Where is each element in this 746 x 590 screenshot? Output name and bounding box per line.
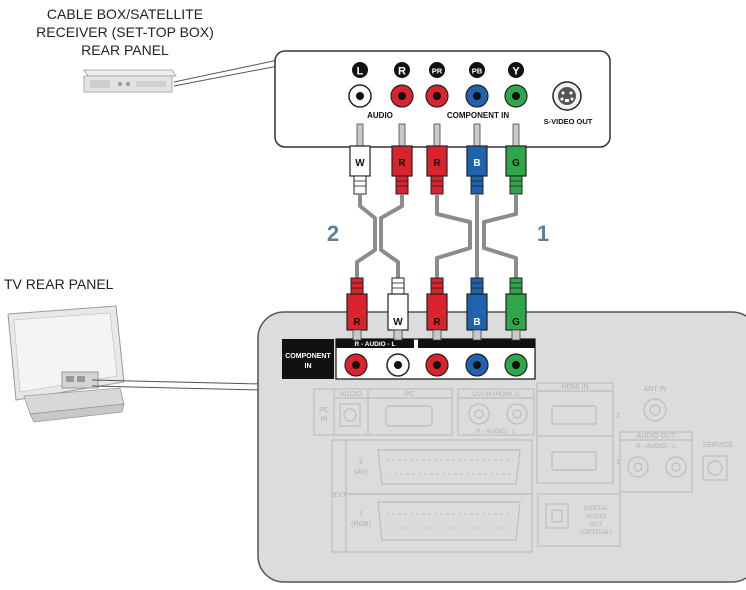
top-plug-label-r-audio: R [398,158,406,169]
tv-dvi-audio-label: R - AUDIO - L [476,428,516,435]
stb-caption-line3: REAR PANEL [81,42,169,58]
jack-letter-r: R [398,66,406,78]
tv-scart-2-sublabel: (AV) [354,469,367,476]
tv-hdmi-1-label: 1 [616,459,620,466]
tv-dvi-in-label: DVI IN (HDMI 2) [472,391,519,398]
stb-jack-letters: L R PR PB Y [352,62,524,78]
tv-pc-in-label-1: PC [319,407,329,414]
tv-optical-label-1: DIGITAL [584,505,609,512]
stb-svideo-jack[interactable] [552,81,582,111]
stb-component-in-label: COMPONENT IN [447,111,509,120]
tv-y-jack[interactable] [504,353,528,377]
bottom-plugs [346,277,527,341]
jack-letter-y: Y [512,66,520,78]
jack-letter-pb: PB [472,67,483,76]
top-plug-label-b: B [473,158,480,169]
tv-audio-out-sublabel: R - AUDIO - L [636,443,676,450]
bottom-plug-label-r-audio: R [353,317,361,328]
tv-ext-label: EXT [333,492,347,499]
tv-scart-1-label: 1 [359,511,363,518]
tv-pc-label: PC [405,391,415,398]
stb-audio-label: AUDIO [367,111,393,120]
tv-optical-label-2: AUDIO [586,513,607,520]
scart-pins [386,459,514,529]
stb-audio-r-jack[interactable] [390,84,414,108]
tv-audio-l-jack[interactable] [386,353,410,377]
top-plug-label-r-video: R [433,158,441,169]
tv-ant-in-label: ANT IN [644,386,667,393]
video-cable-bundle [435,194,518,278]
tv-component-label-1: COMPONENT [285,353,331,360]
tv-scart-1-sublabel: (RGB) [351,521,371,528]
top-plugs [349,123,527,195]
stb-y-jack[interactable] [504,84,528,108]
tv-pc-in-label-2: IN [321,416,328,423]
tv-scart-2-label: 2 [359,459,363,466]
bottom-plug-label-w: W [393,317,403,328]
stb-callout-line [173,59,279,83]
bottom-plug-label-g: G [512,317,520,328]
tv-hdmi-in-label: HDMI IN [562,384,589,391]
tv-pb-jack[interactable] [465,353,489,377]
jack-letter-l: L [357,66,364,78]
bottom-plug-label-b: B [473,317,480,328]
tv-component-label-2: IN [305,363,312,370]
tv-pr-jack[interactable] [425,353,449,377]
step-number-1: 1 [537,221,549,246]
stb-caption-line2: RECEIVER (SET-TOP BOX) [36,24,214,40]
tv-service-label: SERVICE [703,442,734,449]
stb-svideo-out-label: S-VIDEO OUT [544,117,593,126]
stb-pr-jack[interactable] [425,84,449,108]
stb-caption-line1: CABLE BOX/SATELLITE [46,6,204,22]
tv-audio-r-jack[interactable] [344,353,368,377]
tv-callout-line [91,379,263,385]
stb-audio-l-jack[interactable] [348,84,372,108]
tv-callout-line-2 [91,385,263,391]
tv-icon [7,305,125,423]
tv-audio-out-label: AUDIO OUT [637,433,677,440]
audio-cable-bundle [355,194,404,278]
tv-optical-label-4: (OPTICAL) [580,529,612,536]
tv-pc-audio-label: AUDIO [340,391,363,398]
stb-callout-line-2 [173,65,279,87]
set-top-box-icon [83,69,177,93]
tv-faded-ports [313,382,728,553]
bottom-plug-label-r-video: R [433,317,441,328]
top-plug-label-g: G [512,158,520,169]
tv-optical-label-3: OUT [589,521,603,528]
tv-component-audio-sublabel: R - AUDIO - L [355,341,396,348]
top-plug-label-w: W [355,158,365,169]
tv-rear-caption: TV REAR PANEL [4,276,114,292]
step-number-2: 2 [327,221,339,246]
stb-pb-jack[interactable] [465,84,489,108]
jack-letter-pr: PR [432,67,443,76]
tv-hdmi-2-label: 2 [616,413,620,420]
